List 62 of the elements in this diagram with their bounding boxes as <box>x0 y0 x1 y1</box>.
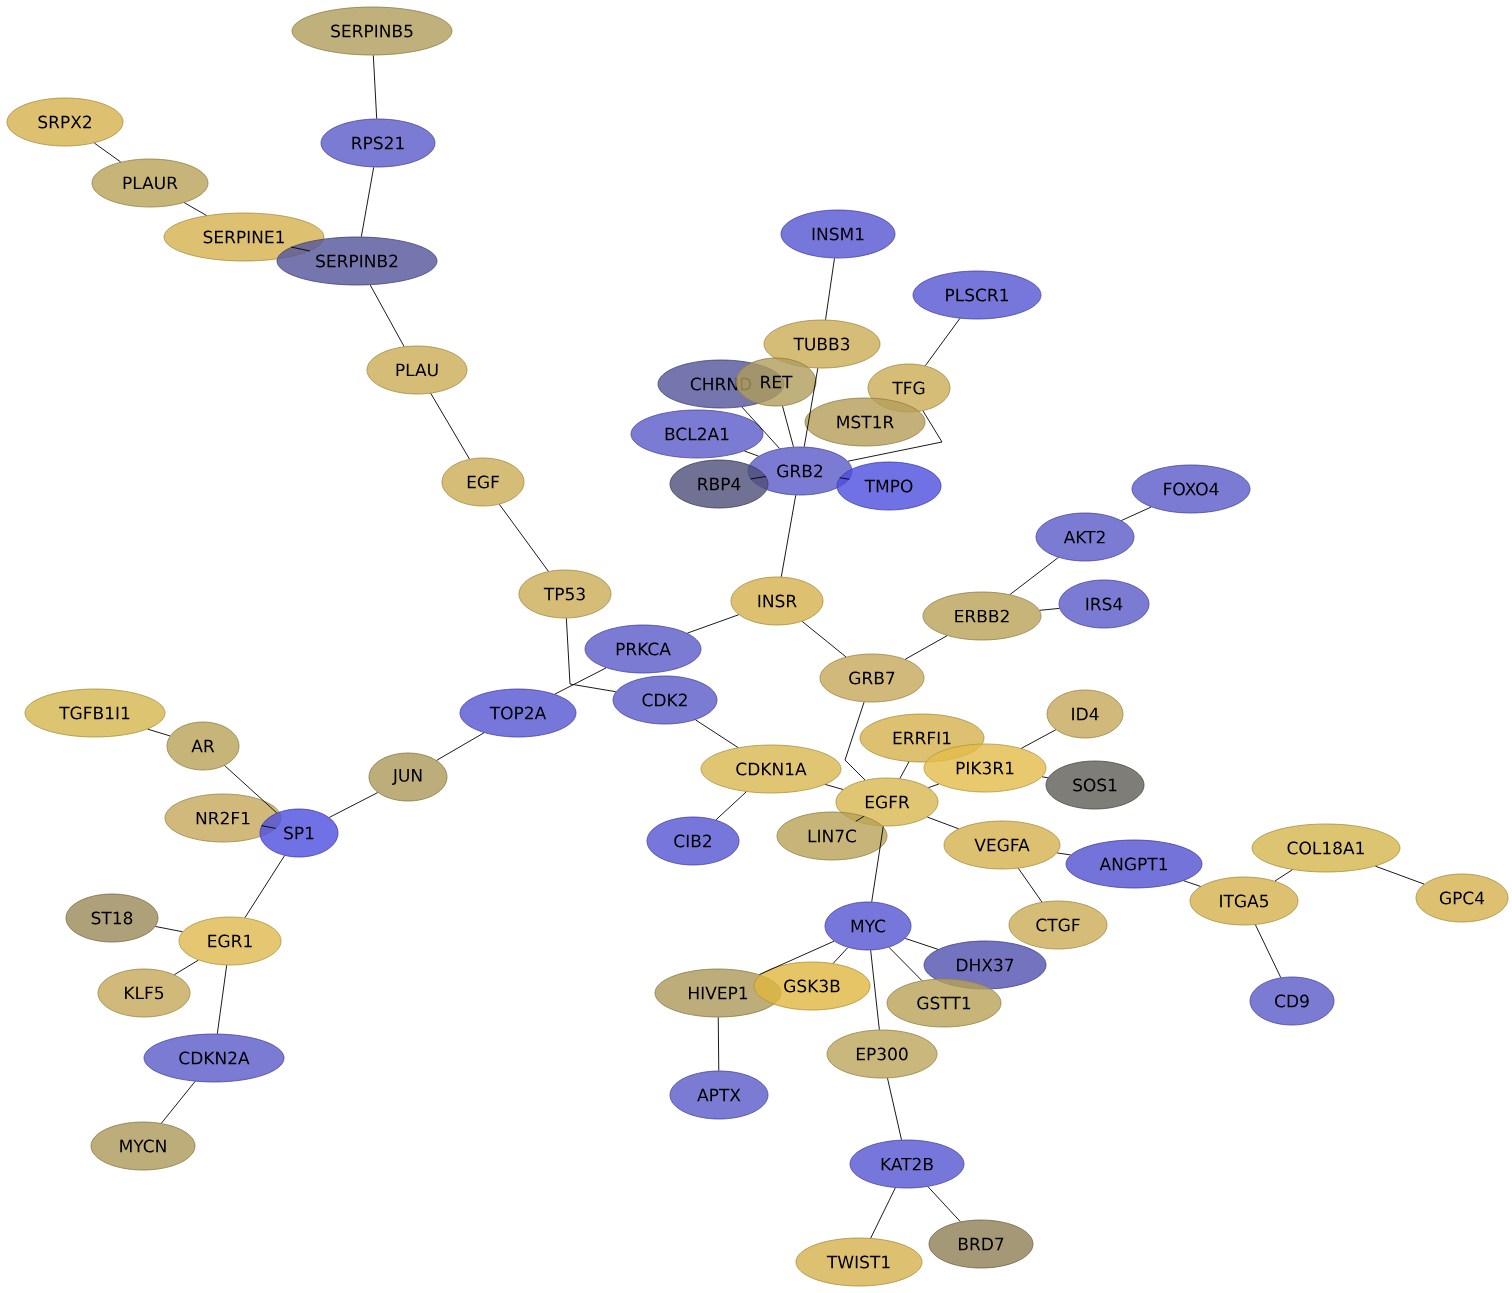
edge-line <box>328 792 379 818</box>
edge-line <box>780 494 797 578</box>
edge-line <box>1255 924 1282 978</box>
edge-line <box>1020 729 1057 749</box>
edge-line <box>741 406 781 449</box>
edge-line <box>369 284 405 347</box>
edge-line <box>832 947 849 964</box>
edge-line <box>1039 607 1060 611</box>
edge-line <box>1274 869 1293 882</box>
edge-line <box>750 476 767 480</box>
edge-line <box>825 257 835 321</box>
edge-line <box>244 855 285 919</box>
edge-line <box>372 54 378 120</box>
edge-line <box>927 1186 961 1223</box>
edge-line <box>824 784 844 790</box>
edge-line <box>1121 506 1152 521</box>
edge-line <box>183 202 207 216</box>
edge-line <box>498 503 549 572</box>
edge-line <box>261 825 277 829</box>
edge-line <box>855 815 865 822</box>
edge-line <box>926 816 959 830</box>
edge-line <box>715 791 747 821</box>
edge-line <box>899 761 910 779</box>
edge-line <box>847 410 943 462</box>
edge-line <box>360 166 375 238</box>
edge-line <box>888 946 923 981</box>
edge-line <box>224 765 278 814</box>
edge-line <box>871 825 884 903</box>
edge-line <box>839 477 850 480</box>
edge-line <box>174 959 199 976</box>
edge-line <box>904 938 939 950</box>
edge-line <box>928 783 940 789</box>
edge-line <box>686 614 740 634</box>
edge-line <box>782 405 794 448</box>
edge-line <box>290 246 311 252</box>
edge-line <box>1041 776 1049 779</box>
edge-line <box>1375 865 1425 885</box>
edge-line <box>216 964 228 1035</box>
edge-line <box>554 667 607 695</box>
edge-line <box>758 940 835 975</box>
edge-line <box>1056 852 1072 856</box>
edge-line <box>801 621 847 658</box>
edge-line <box>565 617 617 693</box>
edge-line <box>844 701 866 781</box>
edge-line <box>695 719 739 748</box>
edge-line <box>1009 557 1059 595</box>
edge-line <box>904 635 948 660</box>
edge-line <box>436 732 485 761</box>
edge-line <box>147 728 171 737</box>
edge-line <box>1017 867 1043 903</box>
edge-line <box>803 367 819 448</box>
edge-line <box>1183 880 1201 887</box>
edge-line <box>430 393 470 460</box>
edge-line <box>744 450 759 457</box>
edge-line <box>870 949 880 1031</box>
edge-line <box>887 1077 902 1141</box>
edge-line <box>870 1187 896 1239</box>
edge-line <box>161 1081 196 1124</box>
edge-line <box>155 926 183 933</box>
edge-line <box>93 142 122 163</box>
edge-line <box>717 1016 720 1072</box>
edge-line <box>924 318 961 367</box>
